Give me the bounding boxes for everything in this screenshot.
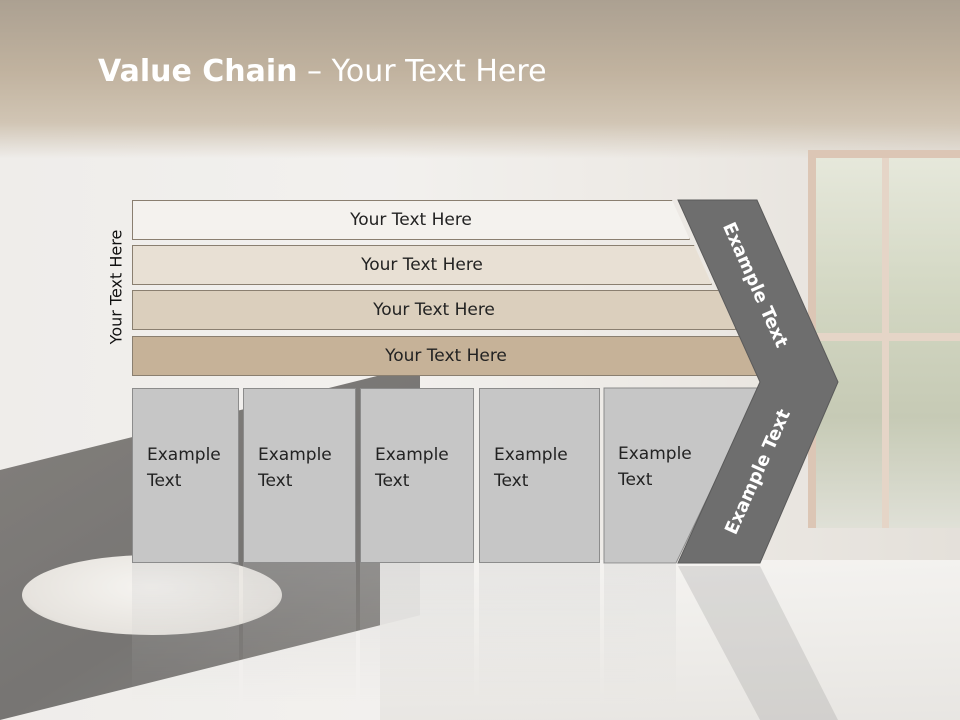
column-text-line2: Text	[375, 471, 410, 491]
primary-column-4: Example Text	[479, 388, 600, 563]
slide-title: Value Chain – Your Text Here	[98, 54, 547, 89]
column-text-line2: Text	[494, 471, 529, 491]
column-text-line2: Text	[258, 471, 293, 491]
column-text-line1: Example	[258, 445, 332, 465]
support-bar-1: Your Text Here	[132, 200, 690, 240]
primary-column-5-shape	[603, 387, 761, 564]
column-text-line1: Example	[618, 444, 692, 464]
column-text-line1: Example	[494, 445, 568, 465]
chevron-reflection	[678, 566, 838, 720]
primary-column-3: Example Text	[360, 388, 474, 563]
primary-column-2: Example Text	[243, 388, 356, 563]
column-text-line2: Text	[147, 471, 182, 491]
primary-column-1: Example Text	[132, 388, 239, 563]
column-text-line2: Text	[618, 470, 653, 490]
window-mullion	[882, 158, 889, 528]
background-sink	[22, 555, 282, 635]
chevron-shape	[677, 199, 839, 564]
column-text-line1: Example	[147, 445, 221, 465]
slide-title-bold: Value Chain	[98, 54, 298, 89]
slide-title-rest: – Your Text Here	[297, 54, 547, 89]
primary-column-5: Example Text	[604, 388, 734, 563]
support-bar-4: Your Text Here	[132, 336, 760, 376]
column-text-line1: Example	[375, 445, 449, 465]
support-bar-2: Your Text Here	[132, 245, 712, 285]
window-mullion	[816, 333, 960, 341]
background-floor	[380, 560, 960, 720]
